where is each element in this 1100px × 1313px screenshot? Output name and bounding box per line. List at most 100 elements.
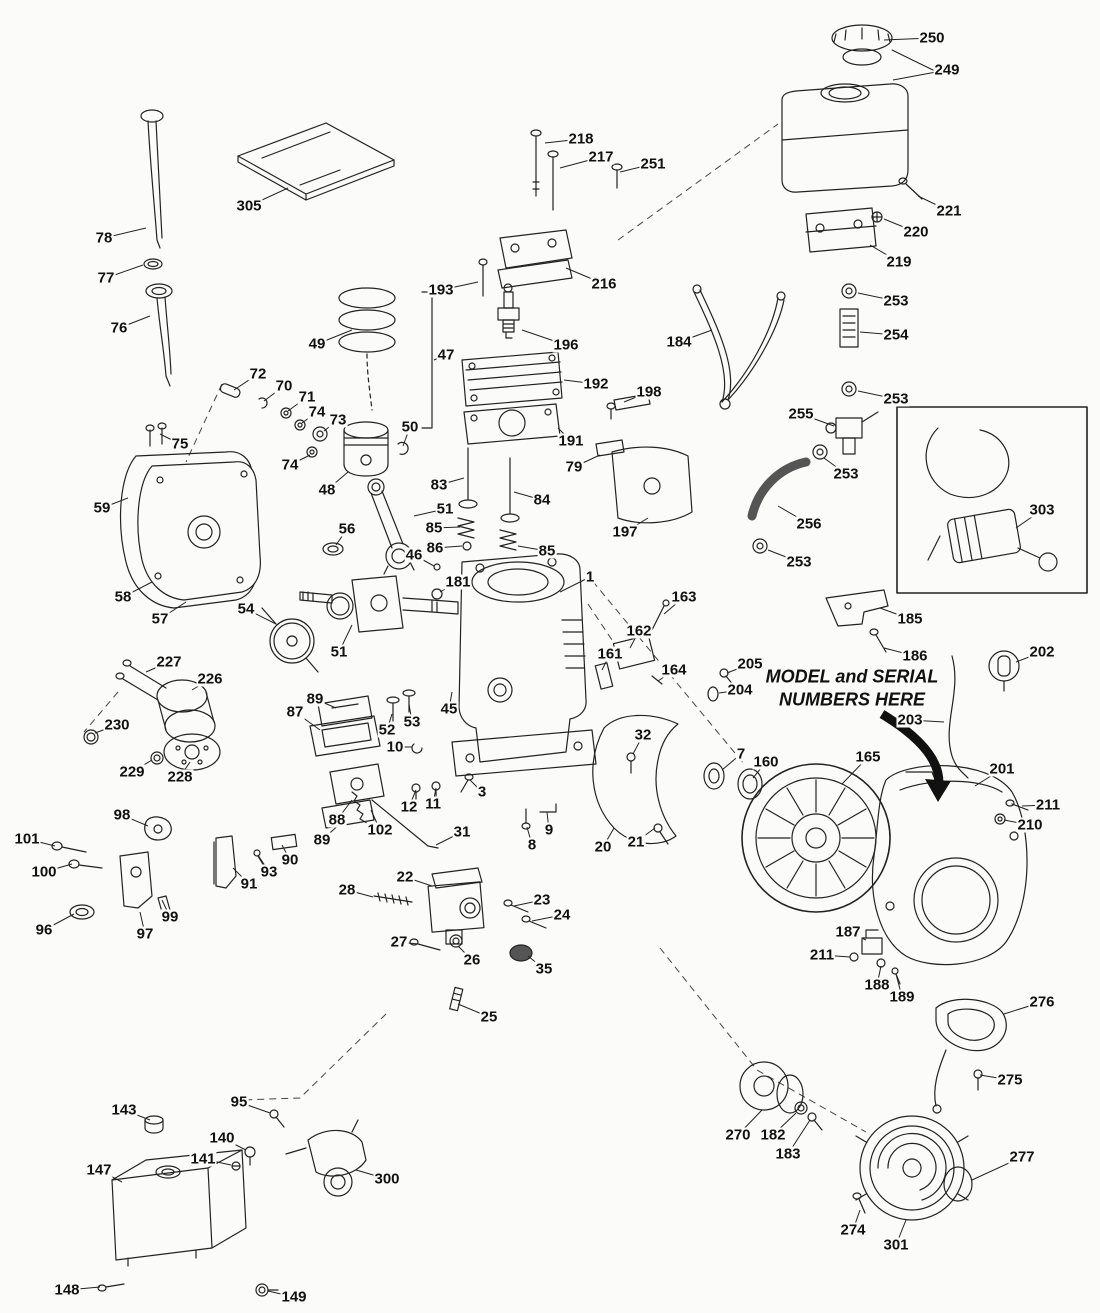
leader-line-74-26 xyxy=(301,411,318,424)
screw-24 xyxy=(521,915,547,929)
washer-229 xyxy=(150,751,164,765)
leader-line-99-104 xyxy=(161,899,171,918)
leader-line-301-128 xyxy=(895,1219,907,1246)
leader-line-185-54 xyxy=(879,607,911,620)
shutoff-valve-255 xyxy=(825,411,879,455)
breather-plate-87 xyxy=(309,715,381,757)
leader-line-98-83 xyxy=(121,814,149,827)
keeper-46 xyxy=(433,563,441,571)
washer-7 xyxy=(703,762,725,790)
leader-line-211-111 xyxy=(821,954,851,958)
leader-line-276-114 xyxy=(1003,1001,1043,1015)
fuel-cap-250 xyxy=(831,24,893,66)
wrist-pin-72 xyxy=(219,383,241,398)
gasket-set-305 xyxy=(237,122,395,201)
leader-line-46-48 xyxy=(413,554,435,567)
leader-line-149-130 xyxy=(267,1290,295,1298)
spring-102 xyxy=(351,791,368,824)
leader-line-73-28 xyxy=(323,419,339,432)
leader-line-26-108 xyxy=(457,945,473,961)
leader-line-228-80 xyxy=(179,761,191,778)
clip-50 xyxy=(397,441,409,455)
screw-275 xyxy=(973,1069,983,1091)
gasket-230 xyxy=(83,729,99,745)
fitting-140 xyxy=(244,1146,256,1166)
leader-line-160-75 xyxy=(752,761,767,779)
leader-line-211-81 xyxy=(1021,804,1049,807)
leader-line-191-31 xyxy=(557,427,572,442)
leader-line-249-1 xyxy=(892,69,948,81)
bracket-9 xyxy=(539,803,557,813)
leader-line-102-87 xyxy=(370,809,381,831)
leader-line-270-119 xyxy=(737,1109,763,1136)
clamp-253-mid xyxy=(841,381,857,397)
leader-line-84-38 xyxy=(513,491,543,501)
leader-line-31-90 xyxy=(435,831,463,846)
piston-rings-49 xyxy=(338,287,396,411)
nut-26 xyxy=(449,934,463,948)
leader-line-161-59 xyxy=(601,653,611,671)
leader-line-89-67 xyxy=(314,698,337,709)
valve-84 xyxy=(500,457,520,523)
model-serial-note-line2: NUMBERS HERE xyxy=(778,690,925,710)
cover-58 xyxy=(137,461,261,601)
key-202 xyxy=(988,650,1020,692)
starter-handle-276 xyxy=(932,998,1007,1114)
screw-23 xyxy=(503,899,529,913)
leader-line-53-71 xyxy=(408,703,413,723)
leader-line-51-63 xyxy=(338,624,353,653)
nut-220 xyxy=(871,211,883,223)
leader-line-184-18 xyxy=(678,329,713,343)
leader-line-253-33 xyxy=(823,457,847,475)
clip-70 xyxy=(258,397,268,409)
leader-line-251-4 xyxy=(619,163,654,173)
leader-line-164-60 xyxy=(657,669,675,682)
bolt-27 xyxy=(409,938,441,951)
leader-line-97-105 xyxy=(139,911,146,935)
leader-line-89-89 xyxy=(321,821,343,841)
leader-line-256-43 xyxy=(777,505,810,525)
oil-dipstick-78 xyxy=(140,109,164,249)
leader-line-186-55 xyxy=(883,647,916,657)
leader-line-76-14 xyxy=(118,315,151,329)
leader-line-91-97 xyxy=(232,867,250,885)
leader-line-305-5 xyxy=(248,187,289,207)
leader-line-3-86 xyxy=(469,779,483,793)
recoil-starter-301 xyxy=(855,1115,969,1221)
leader-line-56-42 xyxy=(335,528,348,546)
oil-dipstick-76 xyxy=(145,283,173,387)
leader-line-221-6 xyxy=(917,195,950,212)
leader-line-274-127 xyxy=(852,1209,861,1231)
retainer-86 xyxy=(462,541,472,551)
leader-line-20-94 xyxy=(602,827,615,848)
heat-shield-20 xyxy=(592,714,679,845)
leader-line-11-85 xyxy=(432,787,437,805)
cap-143 xyxy=(144,1115,164,1134)
leader-line-78-8 xyxy=(103,227,147,239)
leader-line-9-92 xyxy=(546,811,550,831)
leader-line-163-57 xyxy=(663,596,685,615)
cylinder-block-1 xyxy=(451,553,597,777)
leader-line-182-120 xyxy=(772,1112,797,1136)
bearing-74-upper xyxy=(294,419,306,431)
leader-line-227-64 xyxy=(145,661,170,673)
leader-line-275-116 xyxy=(979,1074,1011,1081)
leader-line-58-51 xyxy=(122,581,153,598)
leader-line-205-61 xyxy=(726,663,751,674)
leader-line-88-88 xyxy=(336,799,353,821)
model-serial-note-line1: MODEL and SERIAL xyxy=(765,666,939,687)
screw-95 xyxy=(269,1109,285,1128)
leader-line-95-117 xyxy=(238,1101,271,1114)
leader-line-8-93 xyxy=(526,826,533,846)
leader-line-52-70 xyxy=(386,713,393,731)
leader-line-187-110 xyxy=(847,931,867,941)
crankshaft xyxy=(299,575,459,633)
leader-line-50-29 xyxy=(402,426,411,447)
leader-line-217-3 xyxy=(559,156,602,169)
bolt-149 xyxy=(255,1283,279,1297)
clamp-253-top xyxy=(841,283,857,299)
leader-line-216-11 xyxy=(565,267,605,285)
